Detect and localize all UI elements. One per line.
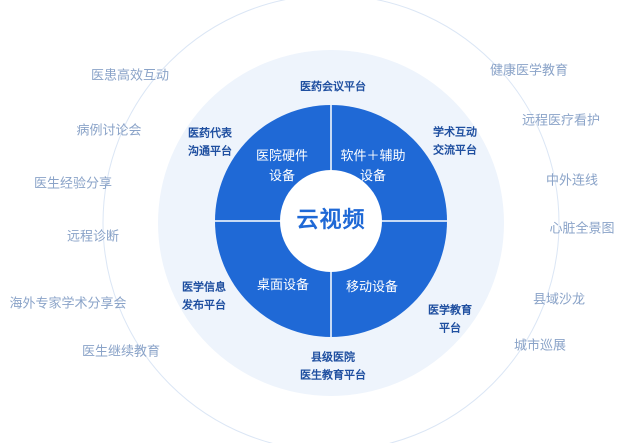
quadrant-mobile: 移动设备 xyxy=(345,279,399,295)
service-right-item: 中外连线 xyxy=(545,173,599,189)
service-left-item: 病例讨论会 xyxy=(76,123,142,139)
service-right-item: 远程医疗看护 xyxy=(521,113,601,129)
quadrant-desktop: 桌面设备 xyxy=(256,277,310,293)
service-left-item: 远程诊断 xyxy=(66,229,120,245)
quadrant-software-aux: 软件＋辅助设备 xyxy=(340,148,406,184)
service-left-item: 医患高效互动 xyxy=(90,68,170,84)
outer-ring xyxy=(102,0,560,443)
service-left-item: 医生经验分享 xyxy=(33,176,113,192)
service-left-item: 医生继续教育 xyxy=(81,344,161,360)
service-right-item: 城市巡展 xyxy=(513,338,567,354)
platform-academic-exchange: 学术互动交流平台 xyxy=(433,125,477,156)
platform-medical-education: 医学教育平台 xyxy=(428,303,472,334)
service-left-item: 海外专家学术分享会 xyxy=(9,296,127,312)
platform-county-hospital: 县级医院医生教育平台 xyxy=(300,350,366,381)
service-right-item: 健康医学教育 xyxy=(489,63,569,79)
center-label: 云视频 xyxy=(296,208,366,233)
platform-meeting: 医药会议平台 xyxy=(300,80,366,94)
center-circle xyxy=(280,170,382,272)
platform-info-publishing: 医学信息发布平台 xyxy=(182,280,226,311)
service-right-item: 县域沙龙 xyxy=(532,292,586,308)
platform-rep-communication: 医药代表沟通平台 xyxy=(188,126,232,157)
service-right-item: 心脏全景图 xyxy=(549,221,615,237)
quadrant-hospital-hardware: 医院硬件设备 xyxy=(255,148,309,184)
